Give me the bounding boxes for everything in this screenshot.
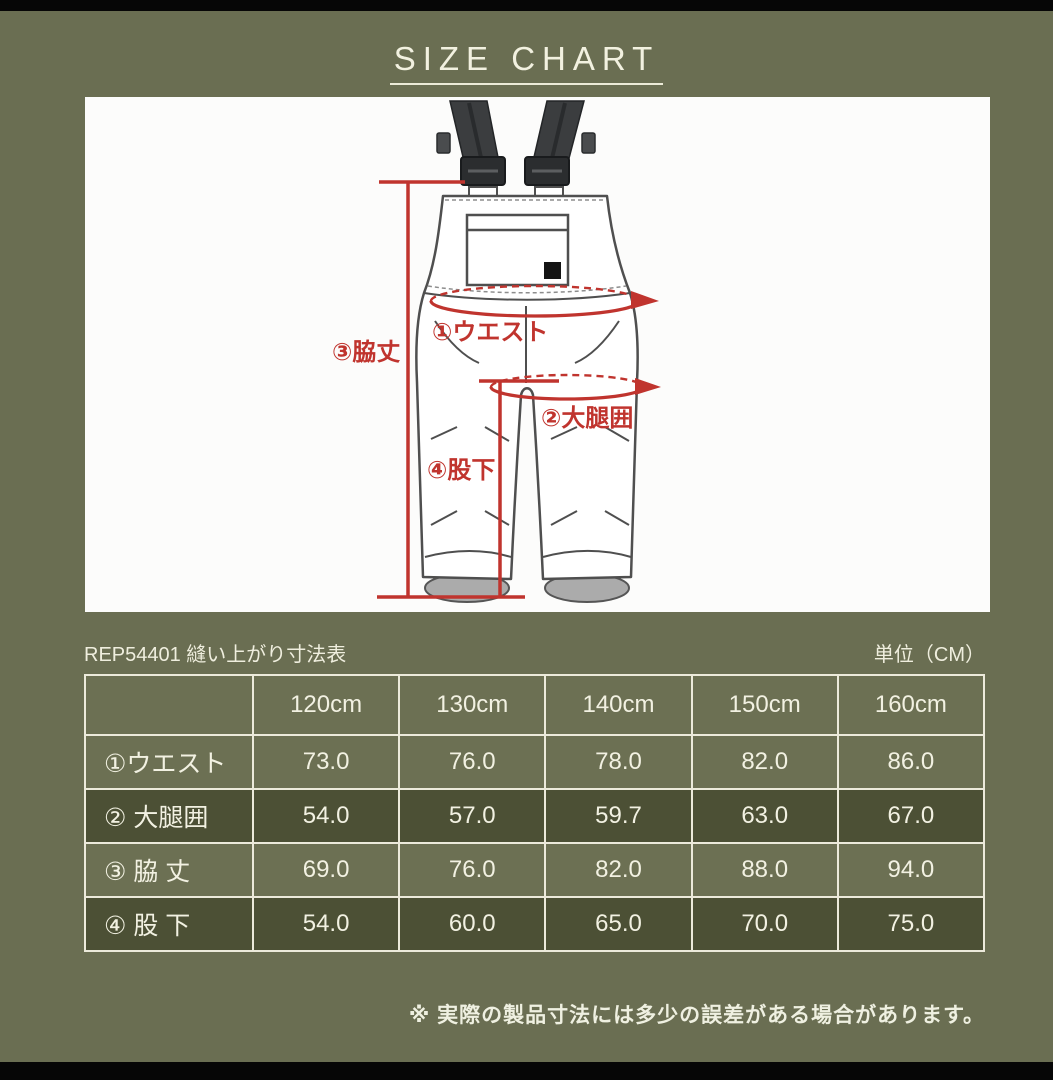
thigh-measure-ellipse <box>489 373 661 401</box>
footer-note: ※ 実際の製品寸法には多少の誤差がある場合があります。 <box>408 1004 985 1027</box>
strap-tab-left <box>436 132 451 154</box>
column-header-160: 160cm <box>838 676 983 734</box>
row-label-thigh: ② 大腿囲 <box>86 790 252 842</box>
table-cell: 65.0 <box>546 898 691 950</box>
table-cell: 73.0 <box>254 736 399 788</box>
row-label-side-length: ③ 脇 丈 <box>86 844 252 896</box>
table-cell: 76.0 <box>400 736 545 788</box>
logo-patch <box>544 262 561 279</box>
table-cell: 88.0 <box>692 844 837 896</box>
page-title: SIZE CHART <box>389 40 664 85</box>
thigh-label: ②大腿囲 <box>541 405 633 432</box>
bottom-letterbox-bar <box>0 1062 1053 1080</box>
table-cell: 82.0 <box>692 736 837 788</box>
unit-label: 単位（CM） <box>873 644 985 666</box>
table-cell: 63.0 <box>692 790 837 842</box>
pants-illustration: ①ウエスト ③脇丈 ②大腿囲 ④股下 <box>332 100 661 603</box>
table-cell: 86.0 <box>838 736 983 788</box>
table-cell: 75.0 <box>838 898 983 950</box>
header: SIZE CHART <box>0 40 1053 85</box>
column-header-blank <box>86 676 252 734</box>
measure-annotations <box>377 180 661 599</box>
table-caption: REP54401 縫い上がり寸法表 <box>84 644 347 666</box>
table-cell: 69.0 <box>254 844 399 896</box>
column-header-130: 130cm <box>400 676 545 734</box>
table-cell: 70.0 <box>692 898 837 950</box>
column-header-140: 140cm <box>546 676 691 734</box>
table-cell: 76.0 <box>400 844 545 896</box>
table-cell: 54.0 <box>254 790 399 842</box>
strap-tab-right <box>581 132 596 154</box>
inseam-line <box>479 379 559 597</box>
column-header-150: 150cm <box>692 676 837 734</box>
diagram-panel: ①ウエスト ③脇丈 ②大腿囲 ④股下 <box>85 97 990 612</box>
waist-label: ①ウエスト <box>432 319 548 346</box>
table-cell: 78.0 <box>546 736 691 788</box>
suspender-straps <box>436 100 596 201</box>
size-table: 120cm 130cm 140cm 150cm 160cm ①ウエスト 73.0… <box>84 674 985 952</box>
bib-pocket <box>465 213 570 287</box>
column-header-120: 120cm <box>254 676 399 734</box>
row-label-waist: ①ウエスト <box>86 736 252 788</box>
row-label-inseam: ④ 股 下 <box>86 898 252 950</box>
waist-measure-ellipse <box>429 284 659 318</box>
table-cell: 59.7 <box>546 790 691 842</box>
side-length-label: ③脇丈 <box>332 339 400 366</box>
table-cell: 67.0 <box>838 790 983 842</box>
table-cell: 54.0 <box>254 898 399 950</box>
inseam-label: ④股下 <box>427 457 495 484</box>
table-cell: 60.0 <box>400 898 545 950</box>
table-cell: 82.0 <box>546 844 691 896</box>
garment-seams <box>423 292 632 558</box>
table-captions: REP54401 縫い上がり寸法表 単位（CM） <box>84 638 985 667</box>
thigh-arrow <box>635 378 661 395</box>
top-letterbox-bar <box>0 0 1053 11</box>
table-cell: 94.0 <box>838 844 983 896</box>
waist-arrow <box>631 291 659 309</box>
table-cell: 57.0 <box>400 790 545 842</box>
